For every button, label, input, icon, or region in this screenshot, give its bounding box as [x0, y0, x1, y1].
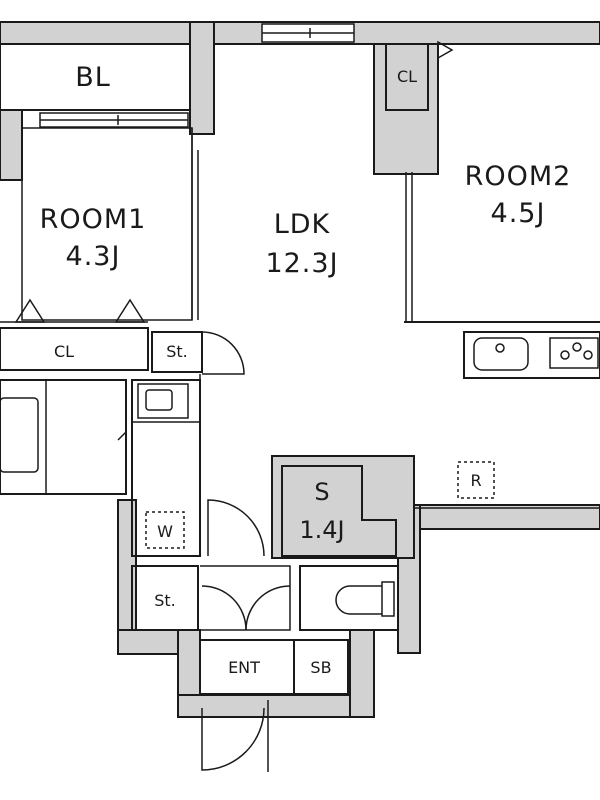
- toilet-room: [299, 565, 399, 631]
- room2-closet-label: CL: [397, 67, 417, 86]
- entrance: ENT: [199, 639, 295, 695]
- washroom: W: [131, 379, 201, 557]
- room1-size: 4.3J: [66, 241, 121, 272]
- storage-s-label: S: [314, 478, 329, 506]
- room1-label: ROOM1: [40, 204, 147, 235]
- kitchen-counter: [463, 331, 600, 379]
- room2: ROOM2 4.5J: [404, 161, 600, 323]
- sink-icon: [473, 337, 529, 371]
- washbasin-icon: [137, 383, 189, 419]
- storage-hall-label: St.: [166, 342, 188, 361]
- storage-hall: St.: [151, 331, 245, 375]
- room1-closet: CL: [0, 321, 149, 371]
- stove-icon: [549, 337, 599, 369]
- ldk-size: 12.3J: [265, 248, 338, 279]
- storage-s: S 1.4J: [271, 455, 415, 559]
- storage-s-size: 1.4J: [299, 516, 344, 544]
- bathtub-icon: [0, 397, 39, 473]
- toilet-tank-icon: [381, 581, 395, 617]
- ldk: LDK 12.3J: [265, 209, 338, 279]
- room1-closet-label: CL: [54, 342, 74, 361]
- toilet-icon: [335, 585, 382, 615]
- room2-closet: CL: [373, 40, 454, 175]
- washer-label: W: [157, 522, 173, 541]
- bathroom: [0, 379, 127, 495]
- ldk-label: LDK: [274, 209, 331, 240]
- room2-size: 4.5J: [491, 198, 546, 229]
- door-swings: [200, 499, 291, 772]
- shoe-box: SB: [293, 639, 349, 695]
- room1: ROOM1 4.3J: [14, 127, 199, 323]
- bl-window: [39, 112, 189, 128]
- bl-area: BL: [0, 43, 191, 111]
- entrance-label: ENT: [228, 658, 260, 677]
- storage-entry-label: St.: [154, 591, 176, 610]
- shoe-box-label: SB: [310, 658, 331, 677]
- bl-label: BL: [75, 62, 111, 93]
- interior-lines: [199, 374, 600, 556]
- refrigerator-label: R: [470, 471, 481, 490]
- room2-label: ROOM2: [465, 161, 572, 192]
- refrigerator-space: R: [457, 461, 495, 499]
- top-window: [261, 23, 355, 43]
- storage-entry: St.: [131, 565, 199, 631]
